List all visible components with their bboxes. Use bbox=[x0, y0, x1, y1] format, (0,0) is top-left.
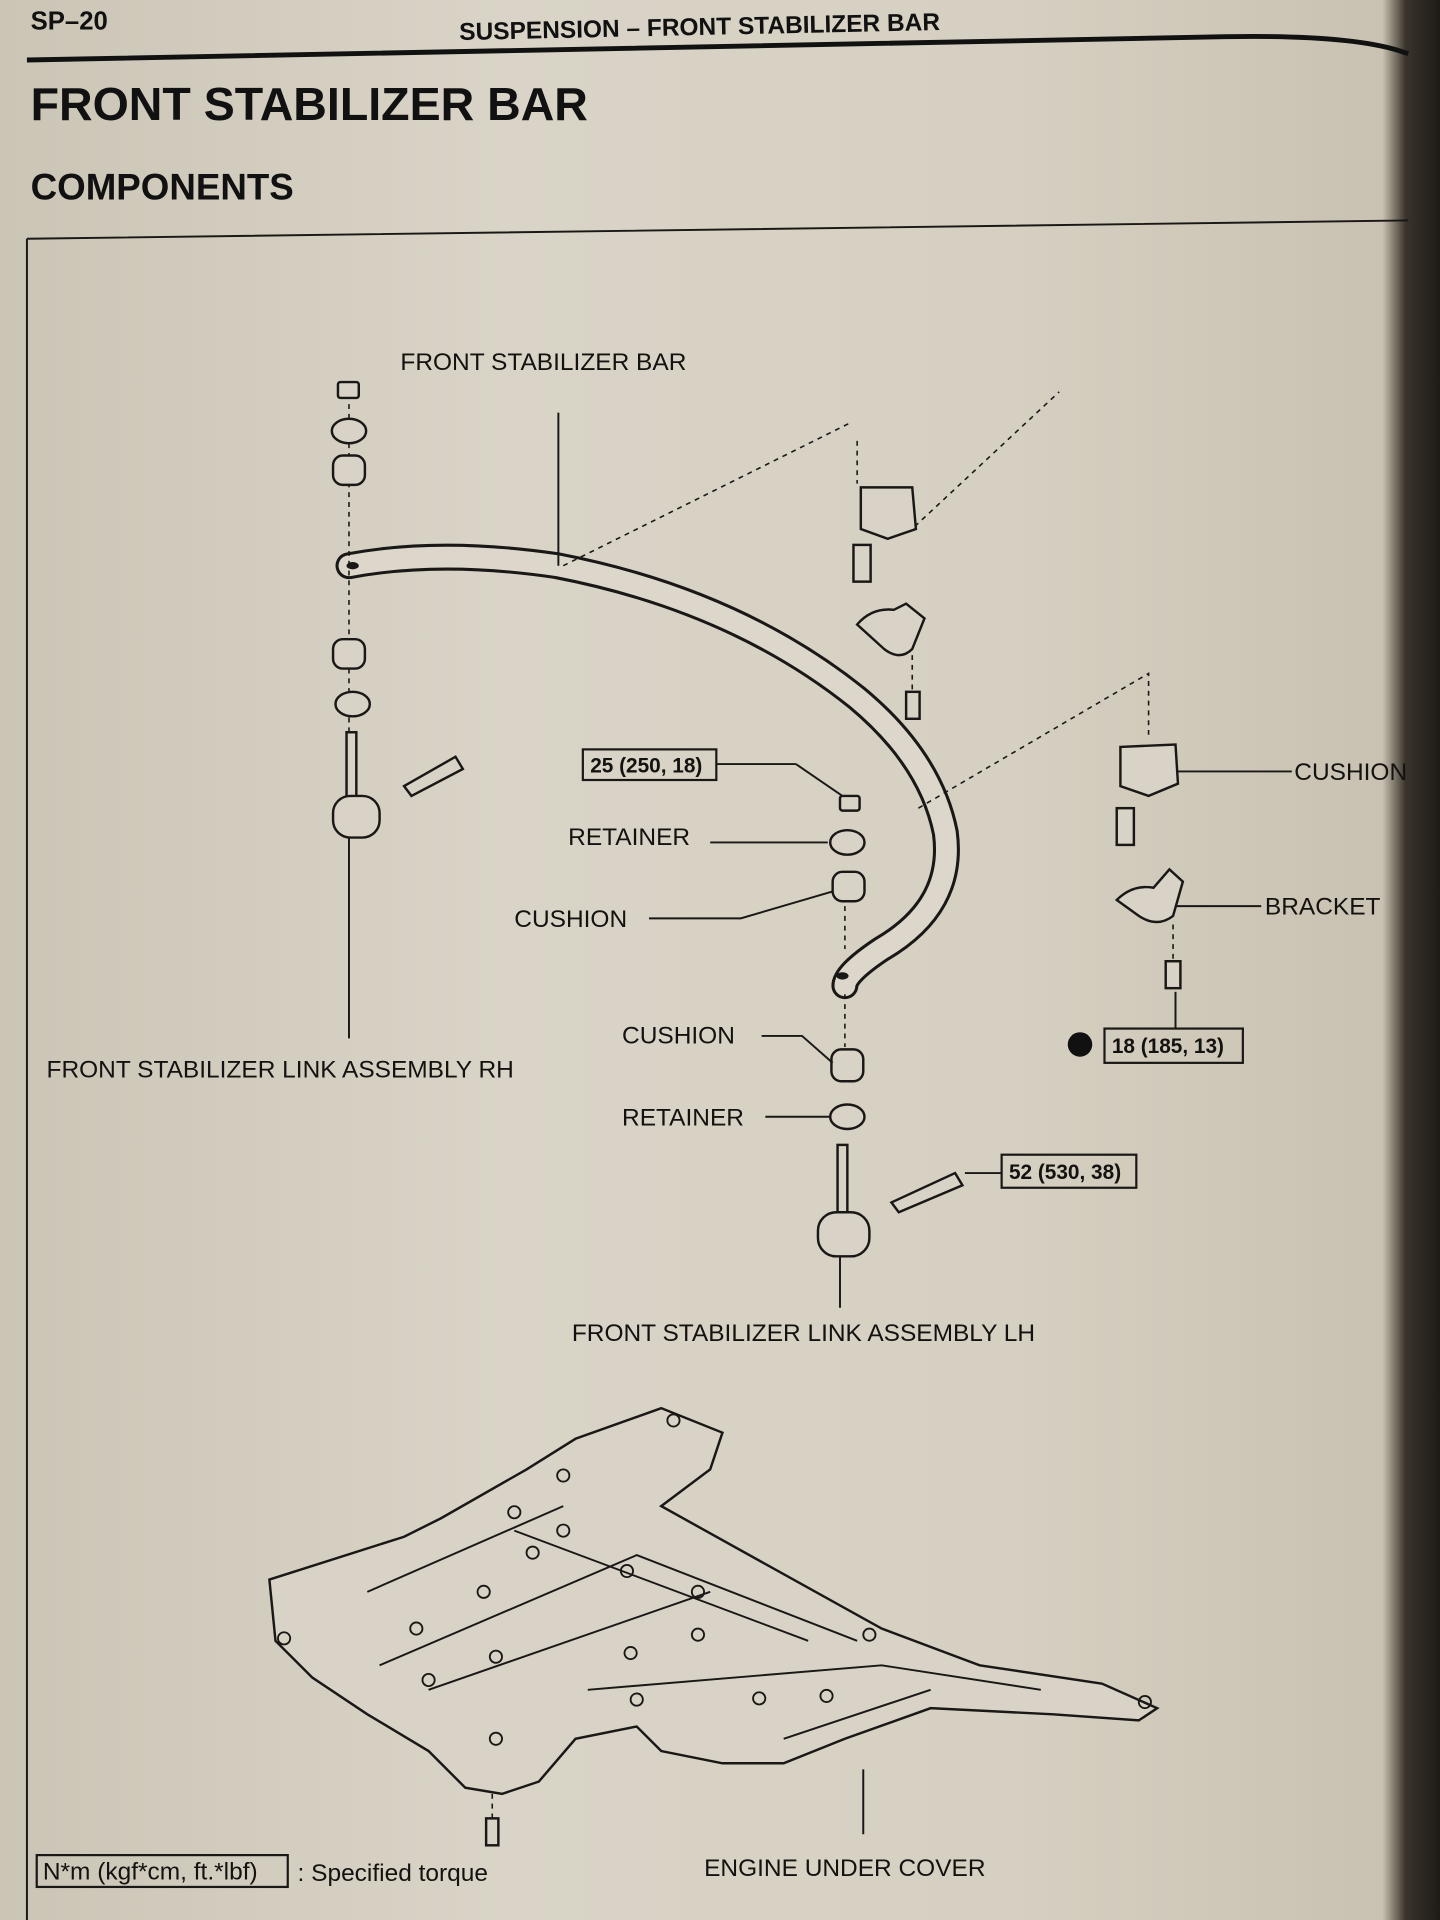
label-cushion-right: CUSHION bbox=[1294, 759, 1407, 786]
label-retainer-lower: RETAINER bbox=[622, 1104, 744, 1131]
section-header: SUSPENSION – FRONT STABILIZER BAR bbox=[459, 9, 941, 46]
diagram-frame bbox=[25, 219, 1409, 1920]
label-bracket: BRACKET bbox=[1265, 894, 1381, 921]
nut-icon bbox=[838, 794, 861, 812]
torque-box-nut bbox=[581, 748, 718, 782]
label-link-lh: FRONT STABILIZER LINK ASSEMBLY LH bbox=[572, 1320, 1035, 1347]
page-number: SP–20 bbox=[31, 7, 108, 35]
torque-box-link-bolt bbox=[1000, 1153, 1138, 1189]
bolt-icon bbox=[402, 755, 465, 798]
label-cushion-upper: CUSHION bbox=[514, 906, 627, 933]
retainer-icon bbox=[828, 828, 866, 856]
cushion-icon bbox=[331, 454, 367, 487]
leader-nut-2 bbox=[795, 763, 844, 797]
retainer-icon bbox=[334, 690, 372, 718]
link-joint-icon bbox=[816, 1211, 871, 1258]
rh-link-parts bbox=[330, 380, 465, 1039]
legend-description: : Specified torque bbox=[298, 1860, 488, 1887]
leader-cushion-lower bbox=[761, 1034, 834, 1064]
legend-torque-box bbox=[35, 1854, 289, 1889]
bolt-icon bbox=[904, 690, 921, 720]
cushion-icon bbox=[831, 870, 866, 903]
right-bracket-parts bbox=[917, 672, 1185, 1029]
bolt-icon bbox=[852, 543, 872, 583]
label-retainer-upper: RETAINER bbox=[568, 824, 690, 851]
page-title: FRONT STABILIZER BAR bbox=[31, 78, 588, 130]
leader-cushion-upper bbox=[648, 890, 833, 920]
bracket-icon bbox=[1114, 867, 1185, 924]
legend-unit: N*m (kgf*cm, ft.*lbf) bbox=[43, 1859, 258, 1886]
bolt-icon bbox=[889, 1171, 965, 1214]
torque-box-bracket-bolt bbox=[1103, 1027, 1244, 1064]
header-rule bbox=[26, 34, 1410, 63]
lh-link-parts bbox=[816, 794, 965, 1308]
label-under-cover: ENGINE UNDER COVER bbox=[704, 1855, 985, 1882]
section-subtitle: COMPONENTS bbox=[31, 167, 294, 208]
torque-link-bolt: 52 (530, 38) bbox=[1009, 1161, 1121, 1184]
engine-under-cover bbox=[268, 1406, 1160, 1847]
nut-icon bbox=[336, 380, 361, 400]
bolt-icon bbox=[484, 1817, 500, 1847]
bolt-icon bbox=[1115, 806, 1136, 847]
retainer-icon bbox=[828, 1103, 866, 1131]
bracket-icon bbox=[855, 602, 926, 657]
precoated-part-icon bbox=[1067, 1032, 1093, 1057]
link-joint-icon bbox=[331, 794, 381, 839]
upper-bracket-parts bbox=[562, 391, 1060, 720]
bolt-icon bbox=[1164, 960, 1182, 990]
label-stabilizer-bar: FRONT STABILIZER BAR bbox=[400, 349, 686, 376]
label-cushion-lower: CUSHION bbox=[622, 1022, 735, 1049]
cushion-icon bbox=[331, 637, 367, 670]
cushion-icon bbox=[859, 486, 918, 541]
cushion-icon bbox=[1119, 743, 1180, 798]
torque-bracket-bolt: 18 (185, 13) bbox=[1112, 1035, 1224, 1058]
link-stud-icon bbox=[836, 1143, 849, 1223]
cushion-icon bbox=[830, 1048, 865, 1083]
torque-nut: 25 (250, 18) bbox=[590, 755, 702, 778]
label-link-rh: FRONT STABILIZER LINK ASSEMBLY RH bbox=[47, 1057, 514, 1084]
retainer-icon bbox=[330, 417, 368, 445]
